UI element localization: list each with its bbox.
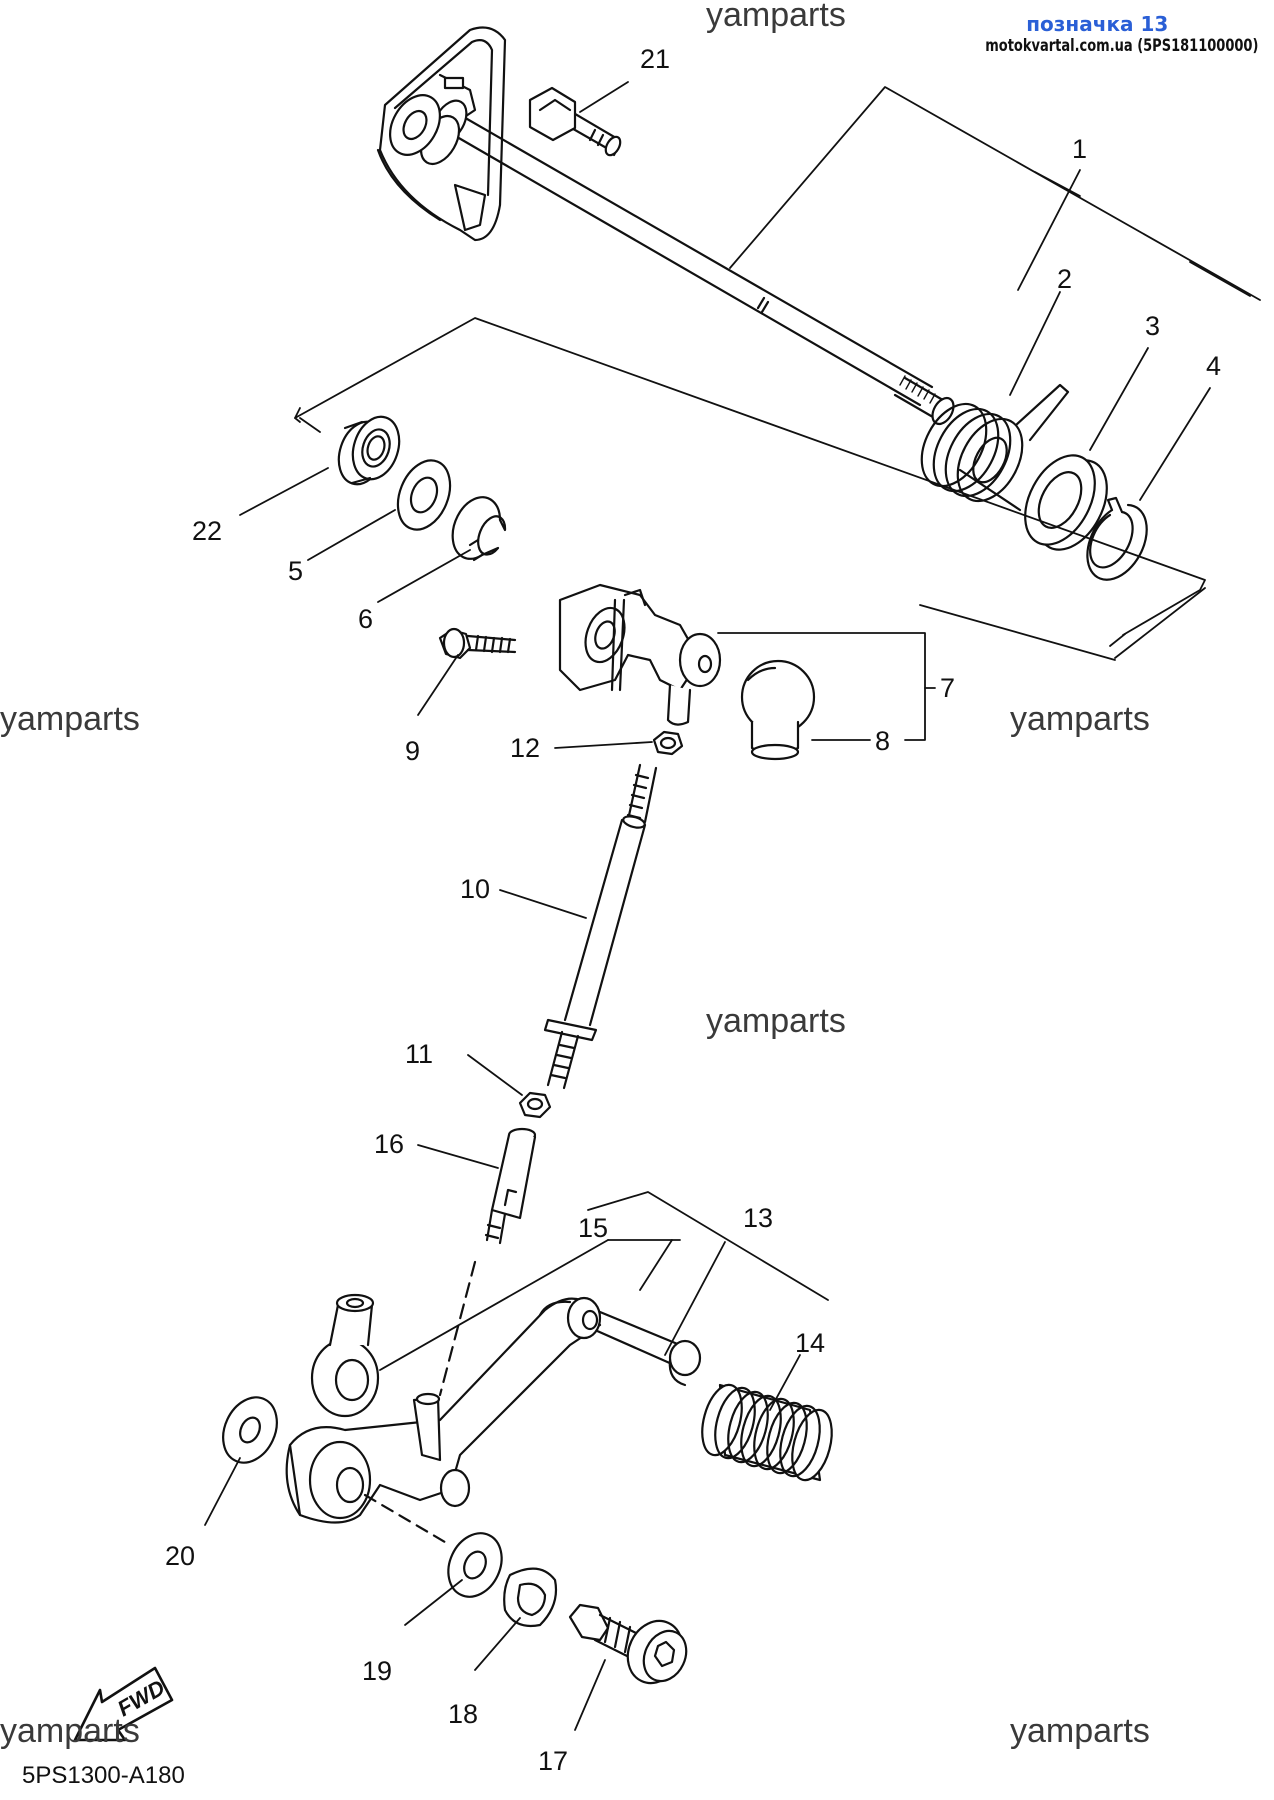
shift-rod-part xyxy=(543,763,658,1090)
header-source: motokvartal.com.ua (5PS181100000) xyxy=(984,36,1258,56)
watermark-right: yamparts xyxy=(1010,700,1150,738)
watermark-bottom-right: yamparts xyxy=(1010,1712,1150,1750)
bearing-22-part xyxy=(337,415,401,486)
callout-1: 1 xyxy=(1072,134,1087,164)
eclip-6-part xyxy=(451,496,507,562)
fwd-arrow-icon xyxy=(73,1666,174,1742)
ball-joint-8-part xyxy=(740,659,816,761)
watermark-center: yamparts xyxy=(706,1002,846,1040)
spring-part xyxy=(920,383,1070,512)
washer-18-part xyxy=(503,1567,558,1628)
rod-end-16-part xyxy=(484,1127,537,1245)
callout-10: 10 xyxy=(460,874,490,904)
washer-20-part xyxy=(222,1396,278,1464)
callout-9: 9 xyxy=(405,736,420,766)
washer-5-part xyxy=(396,459,452,531)
group-brackets xyxy=(294,86,1261,1301)
watermark-left: yamparts xyxy=(0,700,140,738)
callout-7: 7 xyxy=(940,673,955,703)
shift-shaft-part xyxy=(376,26,955,426)
callout-11: 11 xyxy=(405,1039,433,1069)
callout-15: 15 xyxy=(578,1213,608,1243)
leader-lines xyxy=(204,81,1211,1731)
diagram-code: 5PS1300-A180 xyxy=(22,1762,185,1789)
bolt-17-part xyxy=(568,1603,688,1685)
callout-19: 19 xyxy=(362,1656,392,1686)
callout-6: 6 xyxy=(358,604,373,634)
header-label: позначка 13 xyxy=(1026,12,1169,36)
shift-arm-part xyxy=(558,583,722,726)
callout-16: 16 xyxy=(374,1129,404,1159)
callout-22: 22 xyxy=(192,516,222,546)
callout-21: 21 xyxy=(640,44,670,74)
rubber-14-part xyxy=(701,1383,833,1482)
callout-13: 13 xyxy=(743,1203,773,1233)
callout-18: 18 xyxy=(448,1699,478,1729)
callout-4: 4 xyxy=(1206,351,1221,381)
callout-20: 20 xyxy=(165,1541,195,1571)
callout-numbers: 1 2 3 4 5 6 7 8 9 10 11 12 13 14 15 16 1… xyxy=(165,44,1221,1776)
callout-12: 12 xyxy=(510,733,540,763)
washer-19-part xyxy=(447,1532,503,1598)
nut-11-part xyxy=(518,1091,552,1119)
bolt-9-part xyxy=(438,627,517,660)
nut-12-part xyxy=(652,730,684,756)
callout-14: 14 xyxy=(795,1328,825,1358)
shift-pedal-part xyxy=(285,1296,702,1524)
callout-2: 2 xyxy=(1057,264,1072,294)
circlip-4-part xyxy=(1086,496,1148,581)
callout-5: 5 xyxy=(288,556,303,586)
callout-3: 3 xyxy=(1145,311,1160,341)
watermark-bottom-left: yamparts xyxy=(0,1712,140,1750)
callout-17: 17 xyxy=(538,1746,568,1776)
watermark-top: yamparts xyxy=(706,0,846,34)
header-info: позначка 13 motokvartal.com.ua (5PS18110… xyxy=(937,12,1258,56)
callout-8: 8 xyxy=(875,726,890,756)
bolt-21-part xyxy=(528,86,622,157)
joint-15-part xyxy=(310,1293,380,1418)
